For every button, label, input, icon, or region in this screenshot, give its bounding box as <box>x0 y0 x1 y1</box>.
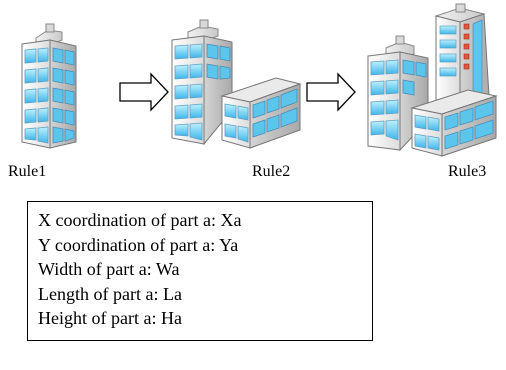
diagram-canvas <box>21 3 498 157</box>
attribute-width: Width of part a: Wa <box>38 259 180 279</box>
part-attributes-box: X coordination of part a: Xa Y coordinat… <box>27 201 373 341</box>
rule2-label: Rule2 <box>252 163 291 180</box>
building-with-annex-icon <box>171 19 302 149</box>
building-icon <box>21 23 77 149</box>
attribute-list: X coordination of part a: Xa Y coordinat… <box>38 208 241 331</box>
attribute-x-coordination: X coordination of part a: Xa <box>38 210 242 230</box>
attribute-y-coordination: Y coordination of part a: Ya <box>38 234 239 255</box>
building-complex-icon <box>367 3 498 157</box>
attribute-height: Height of part a: Ha <box>38 308 182 328</box>
right-arrow-icon <box>119 72 169 112</box>
attribute-length: Length of part a: La <box>38 283 182 304</box>
right-arrow-icon <box>306 72 356 112</box>
rule1-label: Rule1 <box>8 163 47 180</box>
rule3-label: Rule3 <box>448 163 487 180</box>
